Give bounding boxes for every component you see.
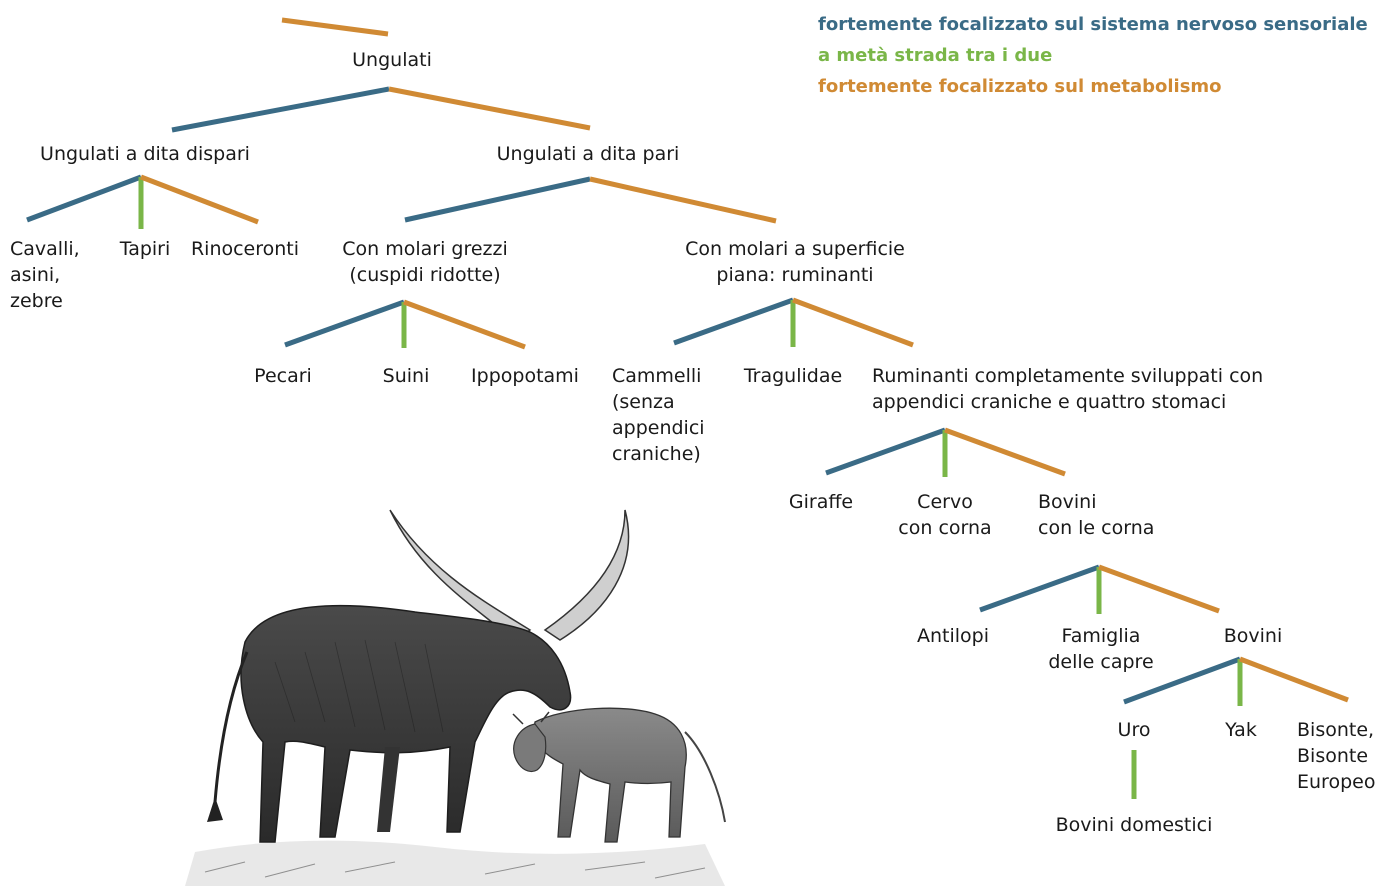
branch-corna-left xyxy=(980,567,1099,610)
branch-grezzi-right xyxy=(404,302,525,347)
node-tragulidae: Tragulidae xyxy=(744,363,842,389)
branch-dispari-left xyxy=(27,177,141,220)
branch-pari-left xyxy=(405,179,590,220)
node-giraffe: Giraffe xyxy=(789,489,853,515)
node-uro: Uro xyxy=(1118,717,1151,743)
node-ungulati: Ungulati xyxy=(352,47,432,73)
node-antilopi: Antilopi xyxy=(917,623,989,649)
branch-corna-right xyxy=(1099,567,1219,611)
node-cavalli: Cavalli, asini, zebre xyxy=(10,236,80,314)
branch-root-orange xyxy=(282,20,388,34)
branch-ruminanti-right xyxy=(945,430,1065,474)
node-bovini: Bovini xyxy=(1224,623,1283,649)
node-ungulati-dita-dispari: Ungulati a dita dispari xyxy=(40,141,250,167)
branch-bovini-right xyxy=(1240,659,1348,700)
node-bovini-domestici: Bovini domestici xyxy=(1056,812,1213,838)
branch-grezzi-left xyxy=(285,302,404,345)
branch-pari-right xyxy=(590,179,776,221)
node-ruminanti: Ruminanti completamente sviluppati con a… xyxy=(872,363,1263,415)
node-ungulati-dita-pari: Ungulati a dita pari xyxy=(497,141,680,167)
node-rinoceronti: Rinoceronti xyxy=(191,236,299,262)
node-tapiri: Tapiri xyxy=(120,236,171,262)
node-yak: Yak xyxy=(1225,717,1257,743)
node-molari-piani: Con molari a superficie piana: ruminanti xyxy=(685,236,905,288)
node-ippopotami: Ippopotami xyxy=(471,363,579,389)
branch-ungulati-left xyxy=(172,89,389,130)
node-bovini-corna: Bovini con le corna xyxy=(1038,489,1154,541)
cow-and-calf-illustration xyxy=(185,492,745,886)
branch-ungulati-right xyxy=(389,89,590,128)
node-pecari: Pecari xyxy=(254,363,312,389)
branch-piani-left xyxy=(674,300,793,343)
node-bisonte: Bisonte, Bisonte Europeo xyxy=(1297,717,1375,795)
node-suini: Suini xyxy=(383,363,430,389)
node-molari-grezzi: Con molari grezzi (cuspidi ridotte) xyxy=(342,236,508,288)
node-famiglia-capre: Famiglia delle capre xyxy=(1048,623,1153,675)
branch-dispari-right xyxy=(141,177,258,222)
branch-piani-right xyxy=(793,300,913,345)
node-cervo: Cervo con corna xyxy=(898,489,991,541)
node-cammelli: Cammelli (senza appendici craniche) xyxy=(612,363,705,467)
branch-ruminanti-left xyxy=(826,430,945,473)
